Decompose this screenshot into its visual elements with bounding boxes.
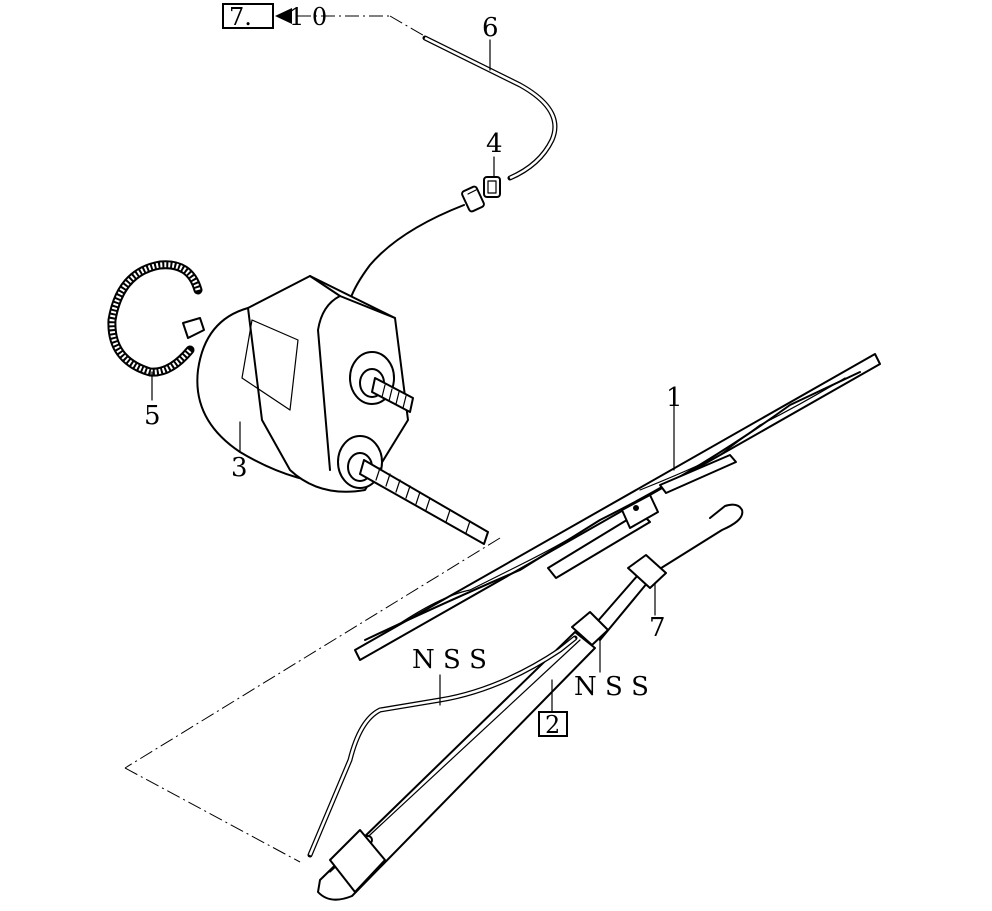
reference-7-label: 7. <box>229 3 252 31</box>
arrow-left-icon <box>275 8 292 24</box>
callout-nss-right: N S S <box>574 672 649 702</box>
callout-7: 7 <box>649 613 666 643</box>
assembly-guide-lines <box>124 15 501 863</box>
callout-1: 1 <box>666 383 683 413</box>
part-6-cable[interactable] <box>422 35 558 181</box>
reference-10-suffix: 1 0 <box>289 3 327 31</box>
reference-2-label: 2 <box>545 711 560 739</box>
part-3-wiper-motor[interactable] <box>196 275 489 545</box>
callout-nss-left: N S S <box>412 645 487 675</box>
callout-5: 5 <box>144 401 161 431</box>
upper-shaft <box>371 377 414 413</box>
part-2-wiper-arm[interactable] <box>307 503 744 901</box>
part-4-connector[interactable] <box>461 156 501 213</box>
reference-7-10[interactable]: 7. 1 0 <box>222 3 327 31</box>
callout-3: 3 <box>231 453 248 483</box>
callout-4: 4 <box>486 129 503 159</box>
part-5-clamp-band[interactable] <box>107 260 205 401</box>
part-1-wiper-blade[interactable] <box>354 353 881 661</box>
callout-6: 6 <box>482 13 499 43</box>
motor-lead-wire <box>349 204 465 301</box>
reference-box-2[interactable]: 2 <box>538 711 568 739</box>
lower-spindle <box>359 459 489 545</box>
